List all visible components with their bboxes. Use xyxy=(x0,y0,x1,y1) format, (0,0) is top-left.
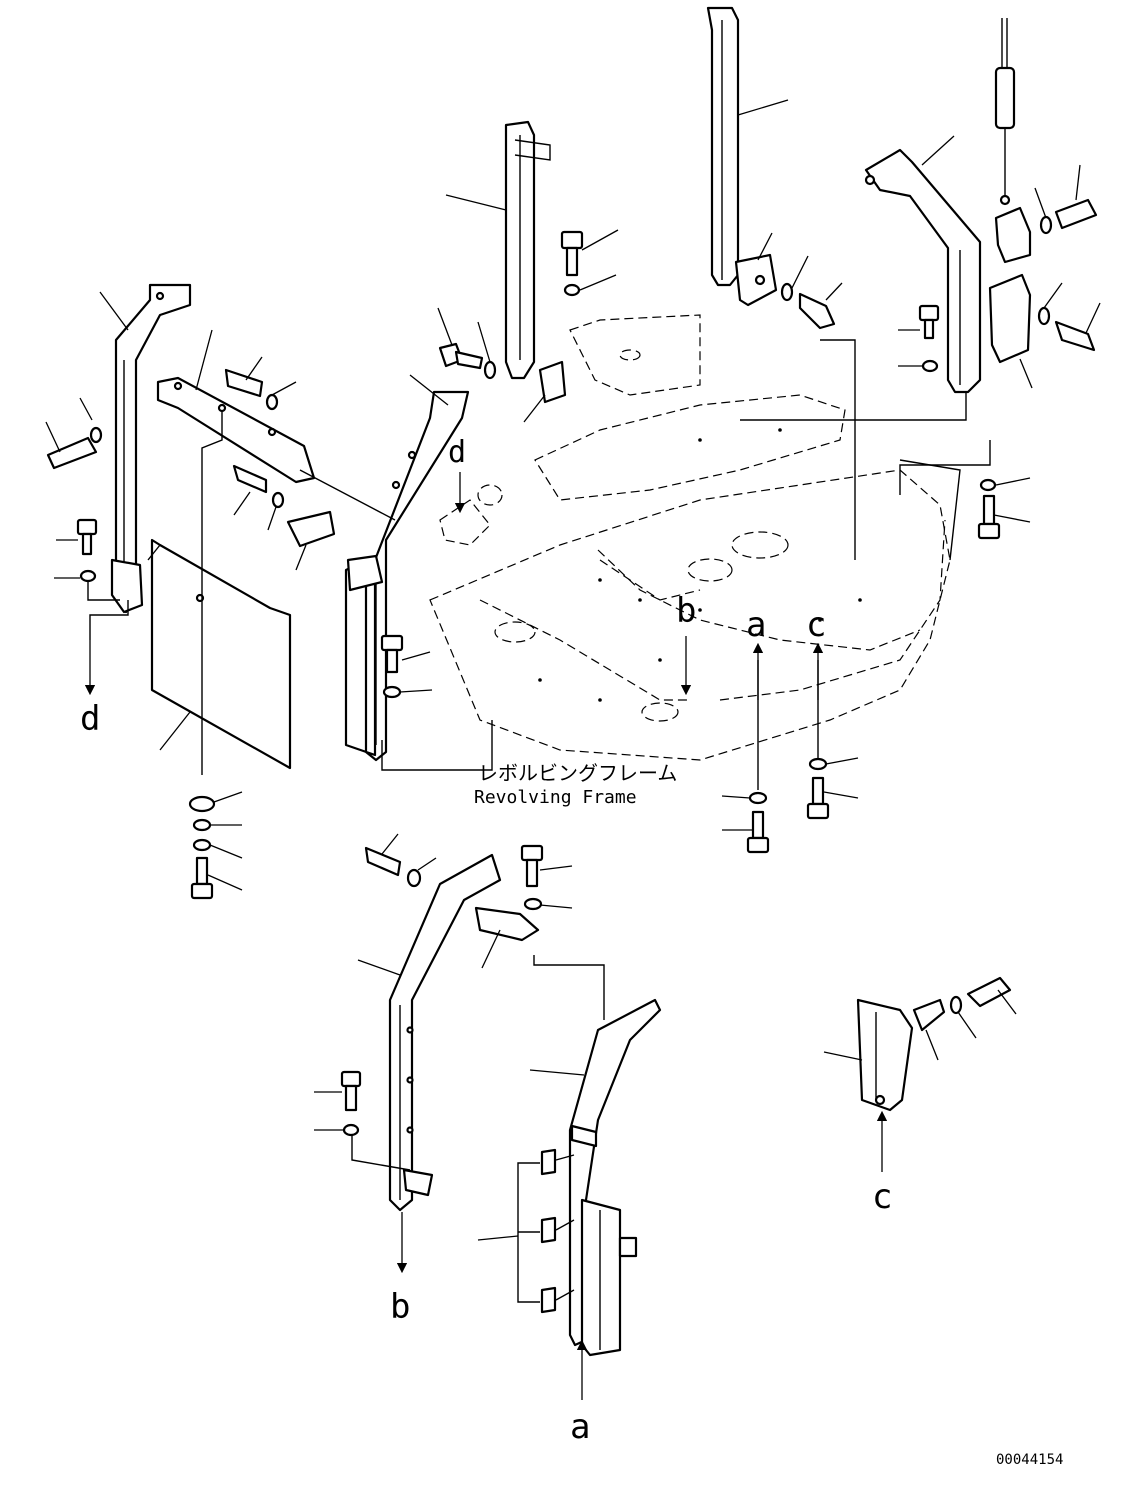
label-a-frame: a xyxy=(746,605,766,645)
frame-bolts-a-c xyxy=(721,660,859,854)
pads xyxy=(477,1148,575,1314)
tall-rear-post xyxy=(706,6,789,307)
lower-left-post xyxy=(357,853,502,1212)
lower-left-bolts xyxy=(314,833,573,1171)
cover-plate xyxy=(147,412,292,775)
left-horizontal-brace xyxy=(156,329,316,484)
left-lower-bolt-stack xyxy=(188,791,243,900)
top-right-bolts xyxy=(898,164,1101,373)
label-b-bottom: b xyxy=(390,1287,410,1327)
right-front-post xyxy=(864,135,982,394)
label-a-bottom: a xyxy=(570,1407,590,1447)
revolving-frame xyxy=(429,314,961,761)
text-labels: d d b b a a c c レボルビングフレーム Revolving Fra… xyxy=(80,435,1063,1468)
drawing-number: 00044154 xyxy=(996,1452,1063,1468)
center-bolts xyxy=(380,634,433,699)
label-c-bottom: c xyxy=(872,1177,892,1217)
lower-right-bracket xyxy=(823,976,1017,1112)
frame-label-en: Revolving Frame xyxy=(474,787,637,808)
label-d-top: d xyxy=(448,435,466,470)
arrows xyxy=(84,472,888,1400)
left-rear-post xyxy=(79,283,192,614)
top-right-damper xyxy=(988,18,1033,389)
right-side-bolts xyxy=(740,339,1031,560)
label-b-frame: b xyxy=(676,591,696,631)
frame-label-jp: レボルビングフレーム xyxy=(478,761,677,785)
lower-center-post xyxy=(529,955,662,1357)
left-bolts xyxy=(45,356,336,601)
label-c-frame: c xyxy=(806,605,826,645)
label-d-left: d xyxy=(80,699,100,739)
top-center-bolts xyxy=(437,229,843,380)
center-left-post xyxy=(445,120,567,423)
center-left-angled-post xyxy=(299,374,493,771)
